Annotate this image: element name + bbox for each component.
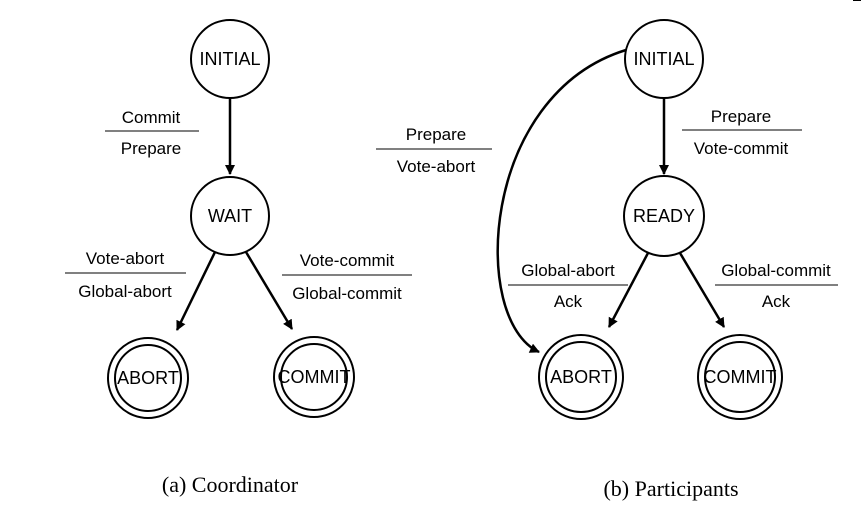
- coordinator-edge-wait-to-commit: [244, 251, 294, 330]
- participants-state-commit: COMMIT: [697, 334, 783, 420]
- coordinator-state-initial: INITIAL: [190, 19, 270, 99]
- edge-output-label: Vote-commit: [694, 139, 789, 158]
- edge-input-label: Vote-commit: [300, 251, 395, 270]
- edge-output-label: Global-abort: [78, 282, 172, 301]
- coordinator-state-wait-label: WAIT: [208, 206, 252, 226]
- participants-state-initial: INITIAL: [624, 19, 704, 99]
- participants-state-initial-label: INITIAL: [633, 49, 694, 69]
- edge-input-label: Prepare: [711, 107, 771, 126]
- coordinator-label-wait-to-commit: Vote-commit Global-commit: [282, 251, 412, 303]
- edge-input-label: Global-abort: [521, 261, 615, 280]
- edge-output-label: Prepare: [121, 139, 181, 158]
- edge-input-label: Global-commit: [721, 261, 831, 280]
- edge-input-label: Prepare: [406, 125, 466, 144]
- edge-input-label: Commit: [122, 108, 181, 127]
- participants-state-abort: ABORT: [538, 334, 624, 420]
- participants-state-ready-label: READY: [633, 206, 695, 226]
- edge-output-label: Ack: [554, 292, 583, 311]
- edge-mark: [853, 0, 861, 1]
- participants-caption: (b) Participants: [603, 476, 738, 501]
- participants-edge-ready-to-abort: [607, 252, 650, 328]
- edge-output-label: Global-commit: [292, 284, 402, 303]
- participants-state-ready: READY: [623, 175, 705, 257]
- edge-input-label: Vote-abort: [86, 249, 165, 268]
- coordinator-state-wait: WAIT: [190, 176, 270, 256]
- participants-label-ready-to-commit: Global-commit Ack: [715, 261, 838, 311]
- coordinator-caption: (a) Coordinator: [162, 472, 299, 497]
- coordinator-edge-wait-to-abort: [175, 251, 217, 331]
- coordinator-label-wait-to-abort: Vote-abort Global-abort: [65, 249, 186, 301]
- coordinator-state-abort-label: ABORT: [117, 368, 179, 388]
- edge-output-label: Ack: [762, 292, 791, 311]
- participants-label-ready-to-abort: Global-abort Ack: [508, 261, 628, 311]
- participants-label-initial-to-ready: Prepare Vote-commit: [682, 107, 802, 158]
- participants-diagram: INITIAL READY ABORT COMMIT Prepare Vote-…: [376, 19, 838, 501]
- participants-state-abort-label: ABORT: [550, 367, 612, 387]
- coordinator-state-commit: COMMIT: [273, 336, 355, 418]
- participants-edge-initial-to-abort: [496, 48, 627, 354]
- coordinator-state-commit-label: COMMIT: [278, 367, 351, 387]
- coordinator-state-initial-label: INITIAL: [199, 49, 260, 69]
- edge-output-label: Vote-abort: [397, 157, 476, 176]
- coordinator-diagram: INITIAL WAIT ABORT COMMIT Commit Prepare…: [65, 19, 412, 497]
- participants-state-commit-label: COMMIT: [704, 367, 777, 387]
- participants-edge-ready-to-commit: [678, 252, 726, 328]
- participants-label-initial-to-abort: Prepare Vote-abort: [376, 125, 492, 176]
- coordinator-state-abort: ABORT: [107, 337, 189, 419]
- coordinator-label-initial-to-wait: Commit Prepare: [105, 108, 199, 158]
